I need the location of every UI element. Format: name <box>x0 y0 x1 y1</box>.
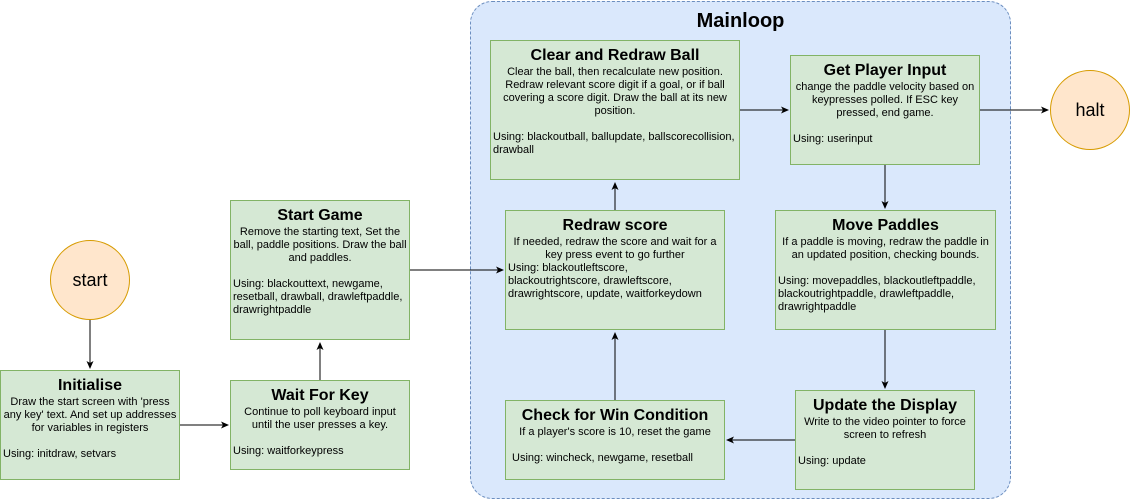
check-win-using: Using: wincheck, newgame, resetball <box>512 452 693 464</box>
check-win-box: Check for Win Condition If a player's sc… <box>505 400 725 480</box>
move-paddles-title: Move Paddles <box>832 217 939 234</box>
redraw-score-title: Redraw score <box>562 217 668 234</box>
get-player-input-desc: change the paddle velocity based on keyp… <box>795 81 975 119</box>
clear-redraw-ball-title: Clear and Redraw Ball <box>530 47 700 64</box>
get-player-input-box: Get Player Input change the paddle veloc… <box>790 55 980 165</box>
check-win-desc: If a player's score is 10, reset the gam… <box>519 426 711 438</box>
wait-for-key-using: Using: waitforkeypress <box>233 445 344 457</box>
start-game-box: Start Game Remove the starting text, Set… <box>230 200 410 340</box>
halt-label: halt <box>1075 99 1105 120</box>
wait-for-key-desc: Continue to poll keyboard input until th… <box>244 406 396 431</box>
start-game-using: Using: blackouttext, newgame, resetball,… <box>233 278 403 316</box>
start-label: start <box>72 269 108 290</box>
wait-for-key-box: Wait For Key Continue to poll keyboard i… <box>230 380 410 470</box>
initialise-box: Initialise Draw the start screen with 'p… <box>0 370 180 480</box>
initialise-using: Using: initdraw, setvars <box>3 448 117 460</box>
move-paddles-using: Using: movepaddles, blackoutleftpaddle, … <box>778 275 976 313</box>
redraw-score-desc: If needed, redraw the score and wait for… <box>513 236 717 261</box>
get-player-input-title: Get Player Input <box>823 62 947 79</box>
update-display-using: Using: update <box>798 455 866 467</box>
clear-redraw-ball-desc: Clear the ball, then recalculate new pos… <box>503 66 727 117</box>
start-game-desc: Remove the starting text, Set the ball, … <box>233 226 407 264</box>
move-paddles-desc: If a paddle is moving, redraw the paddle… <box>782 236 989 261</box>
update-display-desc: Write to the video pointer to force scre… <box>804 416 966 441</box>
wait-for-key-title: Wait For Key <box>271 387 369 404</box>
initialise-desc: Draw the start screen with 'press any ke… <box>3 396 177 434</box>
start-game-title: Start Game <box>277 207 363 224</box>
clear-redraw-ball-using: Using: blackoutball, ballupdate, ballsco… <box>493 131 735 156</box>
clear-redraw-ball-box: Clear and Redraw Ball Clear the ball, th… <box>490 40 740 180</box>
start-terminal: start <box>50 240 130 320</box>
redraw-score-using: Using: blackoutleftscore, blackoutrights… <box>508 262 702 300</box>
get-player-input-using: Using: userinput <box>793 133 873 145</box>
update-display-title: Update the Display <box>812 397 958 414</box>
halt-terminal: halt <box>1050 70 1130 150</box>
mainloop-title: Mainloop <box>696 10 785 32</box>
redraw-score-box: Redraw score If needed, redraw the score… <box>505 210 725 330</box>
check-win-title: Check for Win Condition <box>521 407 709 424</box>
initialise-title: Initialise <box>57 377 123 394</box>
update-display-box: Update the Display Write to the video po… <box>795 390 975 490</box>
move-paddles-box: Move Paddles If a paddle is moving, redr… <box>775 210 996 330</box>
